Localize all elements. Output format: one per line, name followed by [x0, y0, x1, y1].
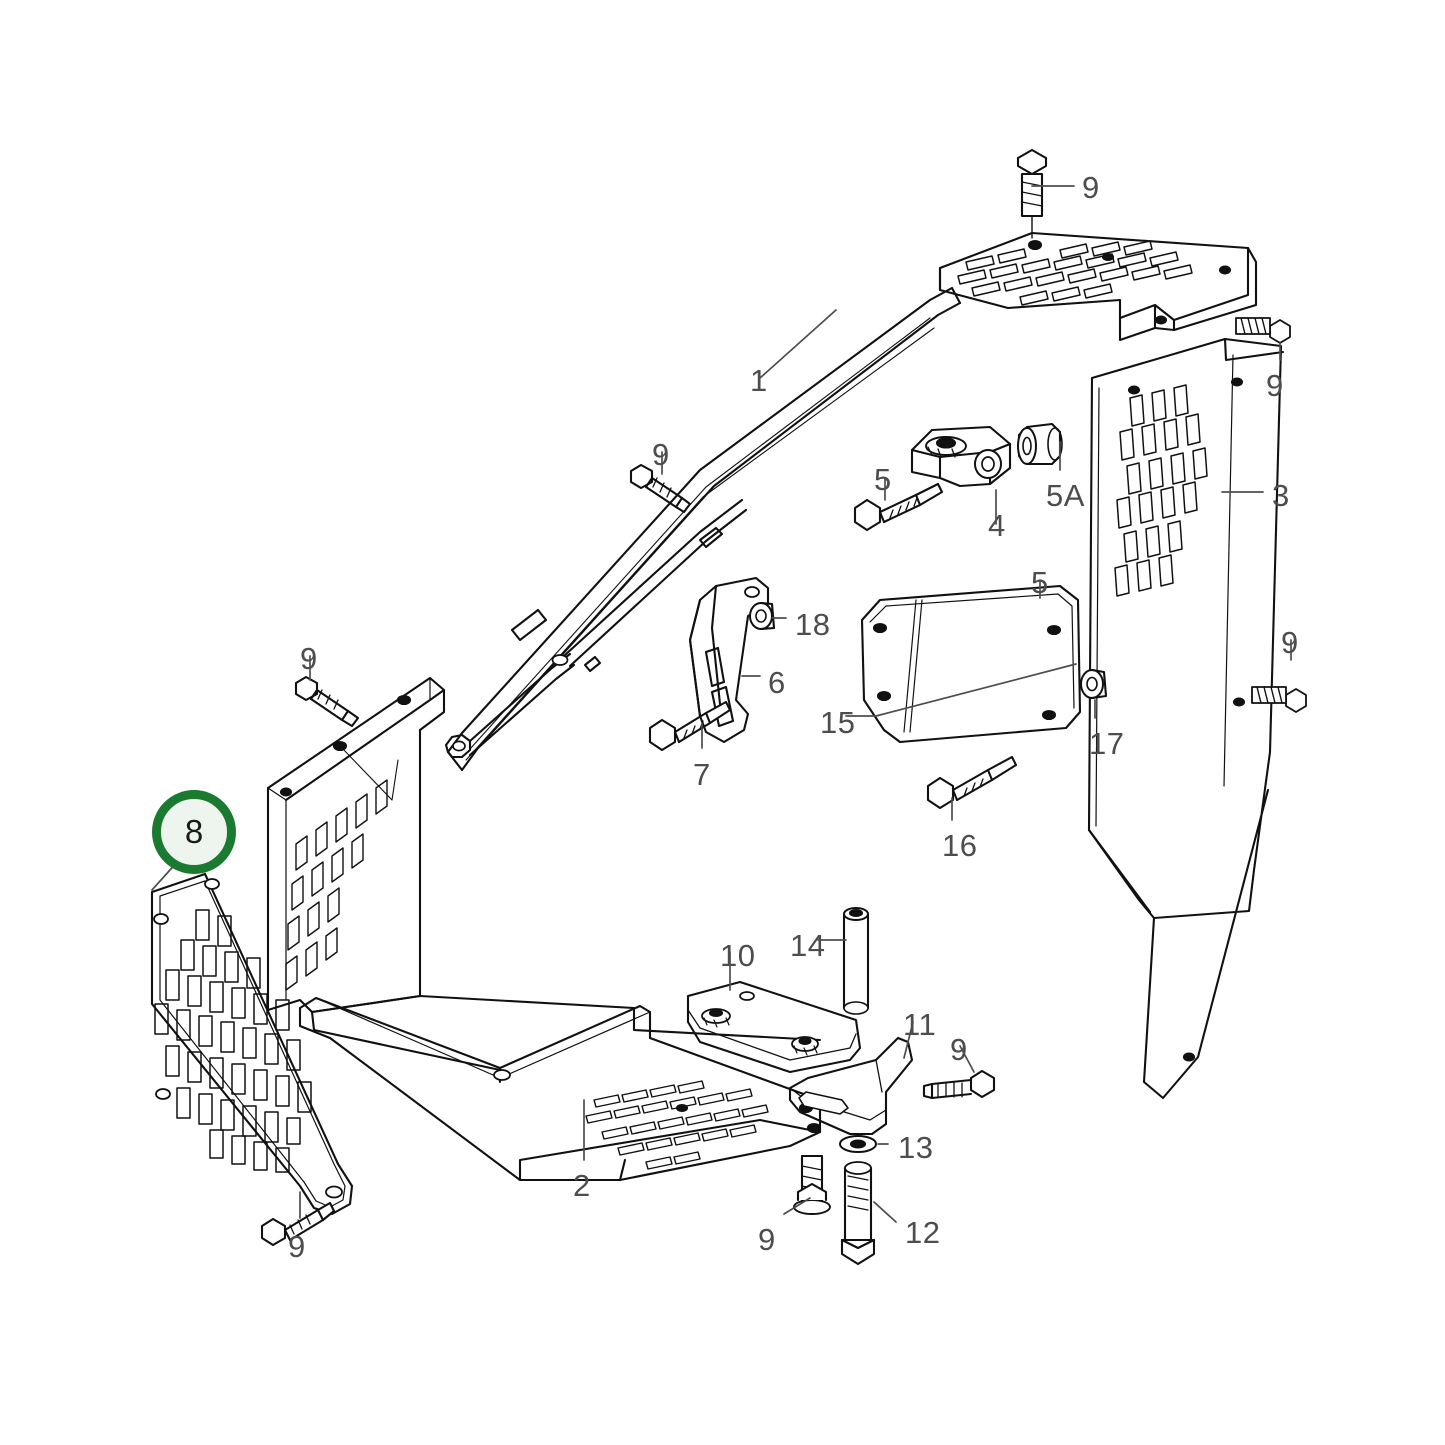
- callout-9-mid-right: 9: [1281, 625, 1299, 660]
- callout-9-arm: 9: [950, 1032, 968, 1067]
- part-1-handrail: [444, 286, 962, 772]
- callout-15-plate: 15: [820, 705, 856, 740]
- callout-9-bottom-center: 9: [758, 1222, 776, 1257]
- highlighted-part-badge[interactable]: 8: [152, 790, 236, 874]
- part-18-bushing: [749, 601, 776, 631]
- part-9-bolt-bottom-center: [793, 1154, 831, 1215]
- highlighted-part-number: 8: [184, 813, 204, 850]
- callout-5-bracket: 5: [1031, 565, 1049, 600]
- part-4-clamp-block: [910, 425, 1012, 488]
- part-2-lower-step: [298, 996, 822, 1182]
- part-9-bolt-rail: [629, 463, 692, 514]
- part-15-bracket-plate: [860, 584, 1082, 744]
- part-10-mounting-plate: [686, 980, 862, 1074]
- callout-9-upper-right: 9: [1266, 368, 1284, 403]
- callout-9-rail: 9: [652, 437, 670, 472]
- callout-7-bolt: 7: [693, 757, 711, 792]
- part-9-bolt-arm: [922, 1069, 996, 1100]
- part-9-bolt-bottom-left: [260, 1201, 336, 1247]
- part-9-bolt-mid-right: [1250, 685, 1308, 714]
- callout-9-top: 9: [1082, 170, 1100, 205]
- part-3-right-panel: [1087, 337, 1285, 1100]
- callout-10-plate: 10: [720, 938, 756, 973]
- part-13-washer: [839, 1135, 877, 1153]
- callout-5-bolt: 5: [874, 462, 892, 497]
- part-6-slotted-bracket: [688, 576, 770, 744]
- callout-5A-bushing: 5A: [1046, 478, 1085, 513]
- part-5-bolt: [853, 482, 944, 532]
- part-5A-bushing: [1017, 422, 1063, 466]
- callout-14-spacer: 14: [790, 928, 826, 963]
- callout-1-handrail: 1: [750, 363, 768, 398]
- callout-6-bracket: 6: [768, 665, 786, 700]
- part-17-bushing: [1080, 668, 1108, 700]
- part-9-bolt-left-upper: [294, 675, 360, 728]
- callout-4-clamp: 4: [988, 508, 1006, 543]
- part-9-bolt-top: [1016, 148, 1048, 239]
- callout-13-washer: 13: [898, 1130, 934, 1165]
- callout-3-right-panel: 3: [1272, 478, 1290, 513]
- part-7-bolt: [648, 700, 732, 752]
- leader-lines: [151, 185, 1292, 1223]
- top-step-plate: [938, 231, 1258, 342]
- callout-16-bolt: 16: [942, 828, 978, 863]
- callout-9-bottom-left: 9: [288, 1229, 306, 1264]
- part-16-bolt: [926, 755, 1018, 810]
- callout-17-bushing: 17: [1089, 726, 1125, 761]
- part-8-left-guard-panel: [150, 872, 354, 1216]
- part-9-bolt-upper-right: [1234, 316, 1292, 345]
- callout-11-arm: 11: [903, 1007, 937, 1042]
- callout-18-bushing: 18: [795, 607, 831, 642]
- part-14-tubular-spacer: [842, 907, 870, 1015]
- part-12-long-bolt: [840, 1161, 876, 1266]
- part-11-support-arm: [788, 1036, 914, 1136]
- callout-12-bolt: 12: [905, 1215, 941, 1250]
- callout-2-step: 2: [573, 1168, 591, 1203]
- callout-9-left-upper: 9: [300, 641, 318, 676]
